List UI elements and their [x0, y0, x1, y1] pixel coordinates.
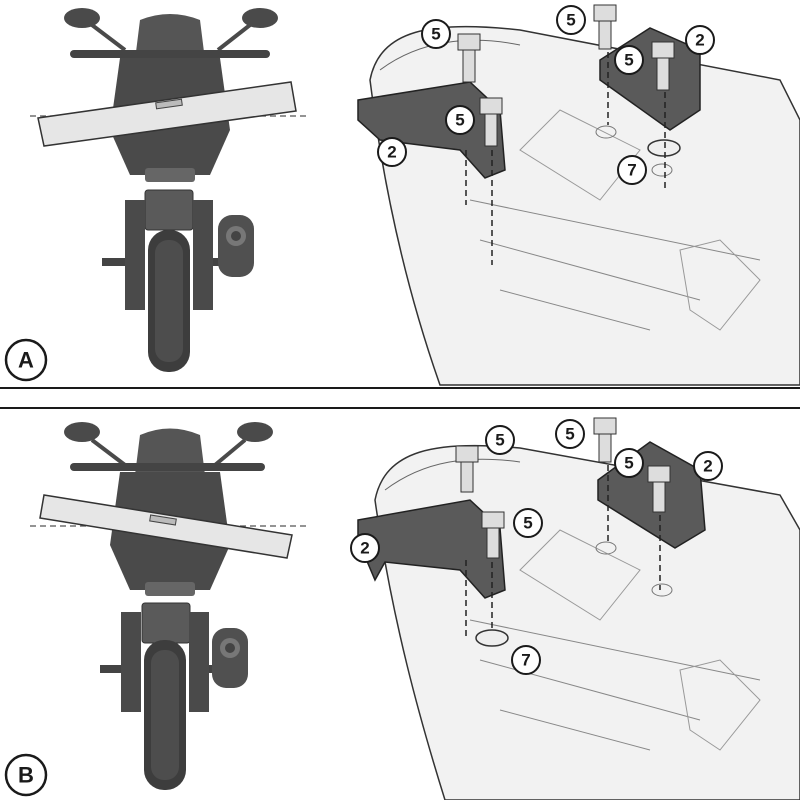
spirit-level-a — [30, 81, 310, 147]
callout-bolt-left-a: 5 — [421, 19, 451, 49]
motorcycle-rear-view-a — [64, 8, 278, 372]
svg-text:5: 5 — [455, 111, 464, 130]
panel-label-b: B — [4, 753, 48, 797]
bolt-right-inner-a — [651, 41, 675, 91]
callout-bolt-left-b: 5 — [485, 425, 515, 455]
bolt-left-b — [455, 445, 479, 493]
svg-text:7: 7 — [521, 651, 530, 670]
spirit-level-b — [30, 494, 310, 559]
callout-bolt-right-inner-a: 5 — [614, 45, 644, 75]
svg-text:2: 2 — [387, 143, 396, 162]
panel-b: 5 5 5 5 2 2 7 B — [4, 417, 800, 800]
svg-text:5: 5 — [565, 425, 574, 444]
svg-text:5: 5 — [624, 454, 633, 473]
panel-a: 5 5 5 5 2 2 7 A — [4, 4, 800, 386]
callout-bolt-right-top-a: 5 — [556, 5, 586, 35]
svg-text:2: 2 — [360, 539, 369, 558]
svg-text:7: 7 — [627, 161, 636, 180]
svg-text:2: 2 — [703, 457, 712, 476]
svg-text:B: B — [18, 763, 34, 788]
bolt-mid-a — [479, 97, 503, 147]
bolt-right-top-a — [593, 4, 617, 50]
washer-b — [475, 629, 509, 647]
svg-text:2: 2 — [695, 31, 704, 50]
panel-divider — [0, 387, 800, 409]
seat-frame-b — [374, 444, 800, 800]
callout-bolt-mid-a: 5 — [445, 105, 475, 135]
bracket-left-a — [357, 81, 506, 179]
panel-label-a: A — [4, 338, 48, 382]
callout-washer-b: 7 — [511, 645, 541, 675]
motorcycle-rear-view-b — [64, 422, 273, 790]
callout-bolt-right-inner-b: 5 — [614, 448, 644, 478]
callout-bracket-right-a: 2 — [685, 25, 715, 55]
bolt-left-a — [457, 33, 481, 83]
assembly-lines-a — [465, 52, 666, 265]
bolt-mid-b — [481, 511, 505, 559]
svg-text:A: A — [18, 348, 34, 373]
bolt-right-top-b — [593, 417, 617, 463]
svg-text:5: 5 — [624, 51, 633, 70]
svg-text:5: 5 — [495, 431, 504, 450]
callout-bolt-mid-b: 5 — [513, 508, 543, 538]
seat-frame-a — [369, 25, 800, 386]
svg-text:5: 5 — [431, 25, 440, 44]
svg-text:5: 5 — [566, 11, 575, 30]
callout-washer-a: 7 — [617, 155, 647, 185]
washer-a — [647, 139, 681, 157]
bolt-right-inner-b — [647, 465, 671, 513]
callout-bracket-right-b: 2 — [693, 451, 723, 481]
svg-text:5: 5 — [523, 514, 532, 533]
assembly-lines-b — [465, 465, 661, 640]
callout-bracket-left-b: 2 — [350, 533, 380, 563]
callout-bracket-left-a: 2 — [377, 137, 407, 167]
callout-bolt-right-top-b: 5 — [555, 419, 585, 449]
